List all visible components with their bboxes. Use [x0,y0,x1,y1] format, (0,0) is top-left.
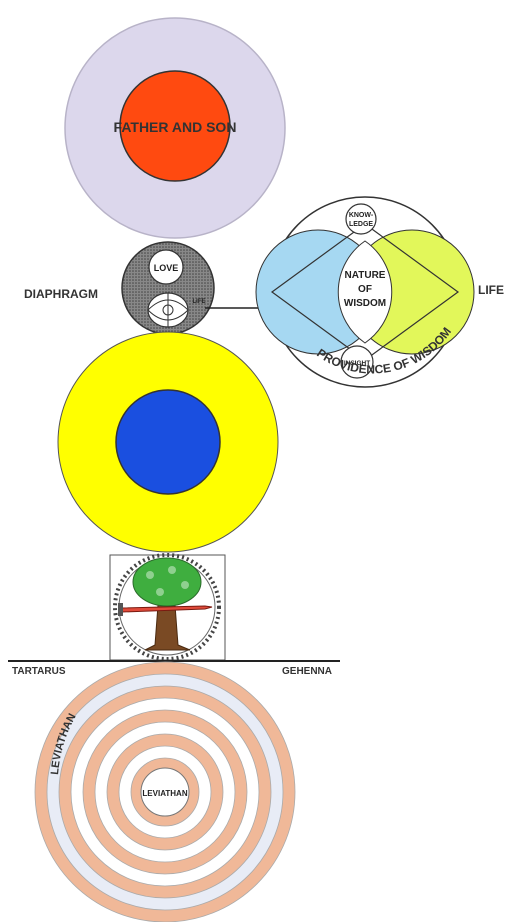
leviathan-center-label: LEVIATHAN [142,789,187,798]
tartarus-label: TARTARUS [12,666,66,677]
nature-label-3: WISDOM [344,298,386,309]
nature-label-1: NATURE [345,270,386,281]
inner-blue-circle [116,390,220,494]
father-and-son-circle: FATHER AND SON [65,18,285,238]
wisdom-group: KNOW- LEDGE NATURE OF WISDOM INSIGHT LIF… [256,197,504,387]
love-label: LOVE [154,263,179,273]
wisdom-life-label: LIFE [478,283,504,297]
leviathan-rings: LEVIATHAN LEVIATHAN [35,662,295,922]
nature-label-2: OF [358,284,372,295]
middle-circle [58,332,278,552]
knowledge-label-2: LEDGE [349,221,373,228]
tree-canopy [133,558,201,606]
father-and-son-label: FATHER AND SON [114,119,237,135]
gehenna-label: GEHENNA [282,666,332,677]
diaphragm-life-label: LIFE [193,299,206,305]
diaphragm-group: LOVE LIFE DIAPHRAGM [24,242,270,334]
knowledge-label-1: KNOW- [349,212,374,219]
tree-of-life-panel [110,555,225,660]
knowledge-circle [346,204,376,234]
diaphragm-label: DIAPHRAGM [24,287,98,301]
